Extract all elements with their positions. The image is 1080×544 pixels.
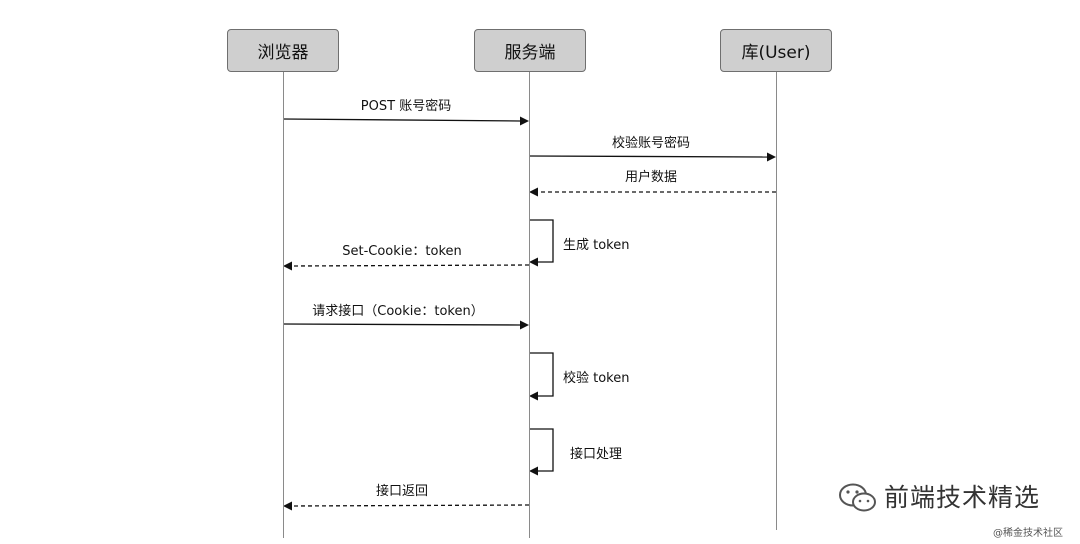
message-label-api-response: 接口返回 bbox=[375, 484, 429, 499]
lifeline-server bbox=[529, 72, 530, 538]
message-label-request-api: 请求接口（Cookie：token） bbox=[312, 304, 484, 319]
message-label-verify-credentials: 校验账号密码 bbox=[611, 136, 691, 151]
watermark-title: 前端技术精选 bbox=[884, 483, 1041, 512]
arrow-user-data bbox=[529, 187, 776, 197]
message-label-handle-api: 接口处理 bbox=[570, 447, 623, 462]
actor-browser: 浏览器 bbox=[227, 29, 339, 72]
message-label-set-cookie: Set-Cookie：token bbox=[342, 244, 462, 259]
wechat-icon bbox=[839, 483, 876, 512]
message-label-verify-token: 校验 token bbox=[563, 371, 630, 386]
actor-db: 库(User) bbox=[720, 29, 832, 72]
watermark-subtitle: @稀金技术社区 bbox=[993, 528, 1063, 539]
lifeline-browser bbox=[283, 72, 284, 538]
arrow-verify-token bbox=[529, 352, 554, 401]
arrow-generate-token bbox=[529, 219, 554, 267]
arrow-api-response bbox=[283, 501, 530, 511]
message-label-login: POST 账号密码 bbox=[360, 99, 452, 114]
message-label-user-data: 用户数据 bbox=[624, 170, 678, 185]
arrow-login bbox=[282, 116, 529, 126]
actor-server: 服务端 bbox=[474, 29, 586, 72]
arrow-verify-credentials bbox=[528, 152, 776, 162]
message-label-generate-token: 生成 token bbox=[563, 238, 630, 253]
arrow-set-cookie bbox=[283, 261, 530, 271]
arrow-request-api bbox=[282, 320, 529, 330]
arrow-handle-api bbox=[529, 428, 554, 476]
lifeline-db bbox=[776, 72, 777, 530]
